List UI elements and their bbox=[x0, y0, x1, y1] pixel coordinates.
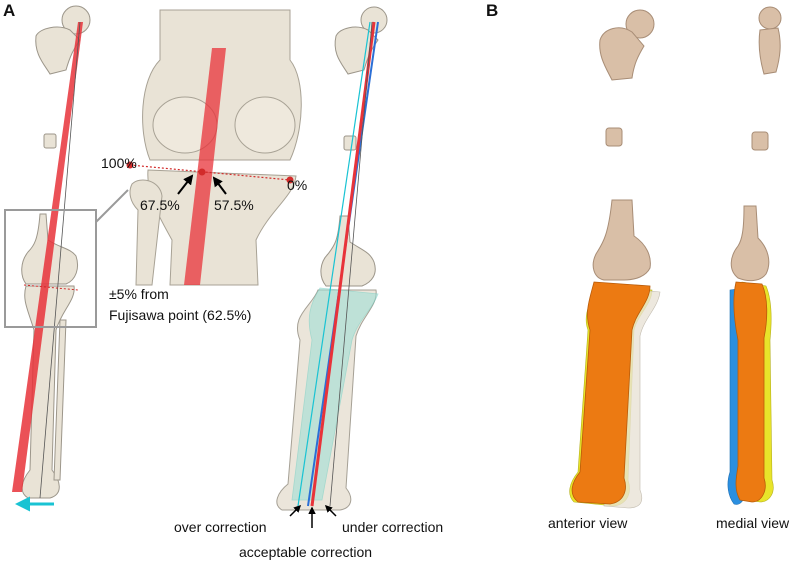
arrow-over-correction bbox=[289, 504, 302, 517]
anterior-shaft-fragment bbox=[605, 127, 623, 147]
axis-thin-right bbox=[329, 21, 373, 507]
note-line-1: ±5% from bbox=[109, 286, 169, 302]
medial-proximal-femur bbox=[758, 27, 781, 75]
label-under-correction: under correction bbox=[342, 519, 443, 535]
inset-joint-line bbox=[129, 164, 291, 181]
joint-line-left bbox=[23, 284, 79, 291]
marker-0-percent bbox=[286, 176, 294, 184]
zoom-frame bbox=[4, 209, 97, 328]
label-medial-view: medial view bbox=[716, 515, 790, 531]
femur-shaft-fragment-right bbox=[343, 135, 357, 151]
arrow-under-correction bbox=[324, 504, 337, 517]
label-over-correction: over correction bbox=[174, 519, 267, 535]
femoral-head bbox=[61, 5, 91, 35]
inset-fibula bbox=[129, 179, 163, 286]
anterior-femoral-head bbox=[625, 9, 655, 39]
panel-a-label: A bbox=[3, 1, 15, 20]
tibia-over-correction-cyan bbox=[291, 287, 379, 501]
anterior-distal-femur bbox=[592, 199, 651, 281]
medial-shaft-fragment bbox=[751, 131, 769, 151]
label-anterior-view: anterior view bbox=[548, 515, 628, 531]
panel-b-medial bbox=[730, 6, 782, 282]
distal-femur-right bbox=[320, 215, 376, 287]
medial-femoral-head bbox=[758, 6, 782, 30]
proximal-femur bbox=[35, 26, 81, 75]
zoom-connector bbox=[95, 189, 129, 223]
inset-lateral-condyle bbox=[234, 96, 296, 154]
label-acceptable-correction: acceptable correction bbox=[239, 544, 372, 560]
panel-b-anterior bbox=[592, 9, 655, 281]
label-67-5: 67.5% bbox=[140, 197, 180, 213]
label-0-percent: 0% bbox=[287, 177, 307, 193]
marker-fujisawa bbox=[198, 168, 206, 176]
anterior-proximal-femur bbox=[599, 27, 645, 81]
mechanical-axis-red bbox=[12, 22, 83, 492]
femur-shaft-fragment bbox=[43, 133, 57, 149]
medial-distal-femur bbox=[730, 205, 770, 282]
mechanical-axis-thin bbox=[39, 21, 81, 499]
anterior-tibia-orange bbox=[571, 281, 651, 505]
panel-a-left-leg bbox=[21, 5, 91, 499]
label-57-5: 57.5% bbox=[214, 197, 254, 213]
inset-mechanical-axis bbox=[184, 48, 226, 285]
fibula bbox=[53, 319, 67, 481]
label-100-percent: 100% bbox=[101, 155, 137, 171]
arrow-57-5 bbox=[212, 176, 227, 195]
note-line-2: Fujisawa point (62.5%) bbox=[109, 307, 251, 323]
arrow-67-5 bbox=[177, 174, 194, 195]
marker-100-percent bbox=[126, 161, 134, 169]
medial-tibia-orange bbox=[733, 281, 768, 503]
axis-cyan-right bbox=[297, 21, 371, 507]
panel-b-label: B bbox=[486, 1, 498, 20]
axis-red-right bbox=[310, 21, 376, 507]
